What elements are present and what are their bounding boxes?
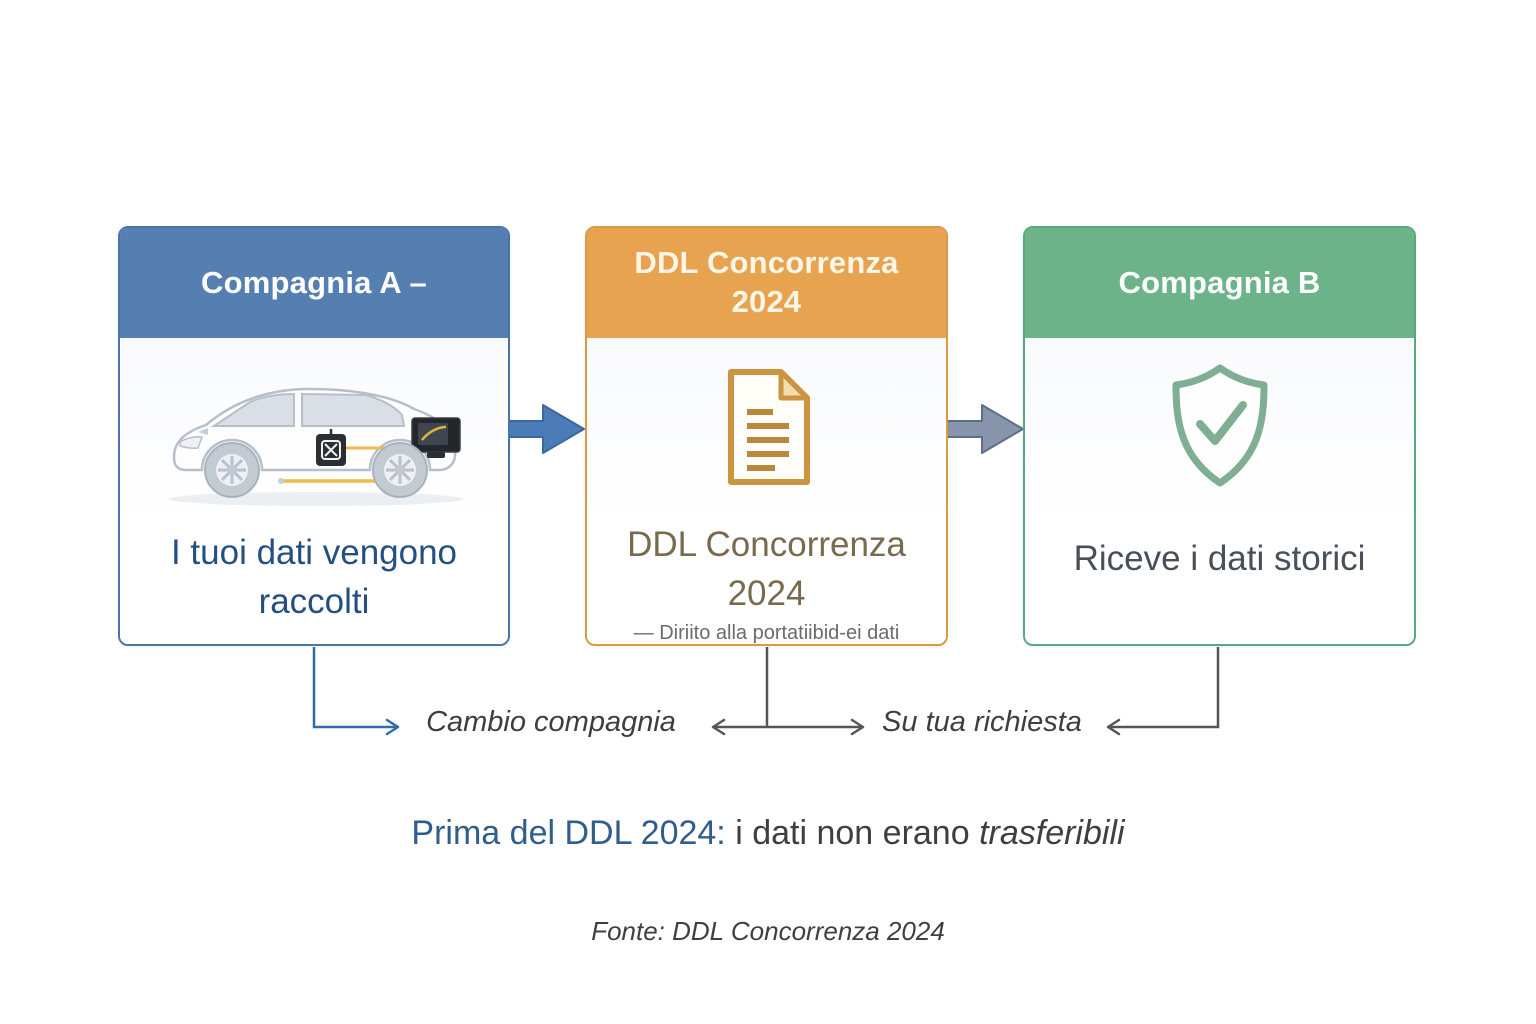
block-arrow-a-to-b-icon bbox=[497, 404, 585, 454]
car-telematics-icon bbox=[144, 360, 484, 512]
card-compagnia-b: Compagnia B Riceve i dati storici bbox=[1023, 226, 1416, 646]
card-b-header: DDL Concorrenza 2024 bbox=[587, 228, 946, 338]
card-b-title: DDL Concorrenza 2024 bbox=[627, 525, 906, 613]
card-b-subtitle: — Diriito alla portatiibid-ei dati bbox=[633, 622, 900, 644]
arrowhead-right-icon bbox=[850, 718, 865, 736]
caption-normal: i dati non erano bbox=[735, 814, 970, 852]
document-icon bbox=[717, 366, 817, 506]
caption: Prima del DDL 2024: i dati non erano tra… bbox=[0, 814, 1536, 853]
source-note: Fonte: DDL Concorrenza 2024 bbox=[591, 916, 945, 946]
block-arrow-b-to-c-icon bbox=[936, 404, 1024, 454]
card-a-header: Compagnia A – bbox=[120, 228, 508, 338]
connector-card-b bbox=[714, 647, 861, 729]
arrowhead-right-icon bbox=[385, 718, 400, 736]
caption-italic: trasferibili bbox=[979, 814, 1125, 852]
card-ddl-concorrenza: DDL Concorrenza 2024 DDL Concorrenza 202… bbox=[585, 226, 948, 646]
shield-check-icon bbox=[1162, 360, 1278, 510]
card-c-body: Riceve i dati storici bbox=[1025, 338, 1414, 644]
card-c-header: Compagnia B bbox=[1025, 228, 1414, 338]
card-b-body: DDL Concorrenza 2024 — Diriito alla port… bbox=[587, 338, 946, 644]
arrowhead-left-icon bbox=[711, 718, 726, 736]
label-su-tua-richiesta: Su tua richiesta bbox=[882, 706, 1082, 738]
caption-highlight: Prima del DDL 2024: bbox=[411, 814, 726, 852]
label-cambio-compagnia: Cambio compagnia bbox=[426, 706, 676, 738]
arrowhead-left-icon bbox=[1106, 718, 1121, 736]
card-compagnia-a: Compagnia A – bbox=[118, 226, 510, 646]
card-a-text: I tuoi dati vengono raccolti bbox=[170, 533, 458, 621]
connector-card-c bbox=[1110, 647, 1220, 729]
connector-card-a bbox=[312, 647, 396, 729]
card-a-body: I tuoi dati vengono raccolti bbox=[120, 338, 508, 644]
card-c-text: Riceve i dati storici bbox=[1073, 539, 1366, 578]
